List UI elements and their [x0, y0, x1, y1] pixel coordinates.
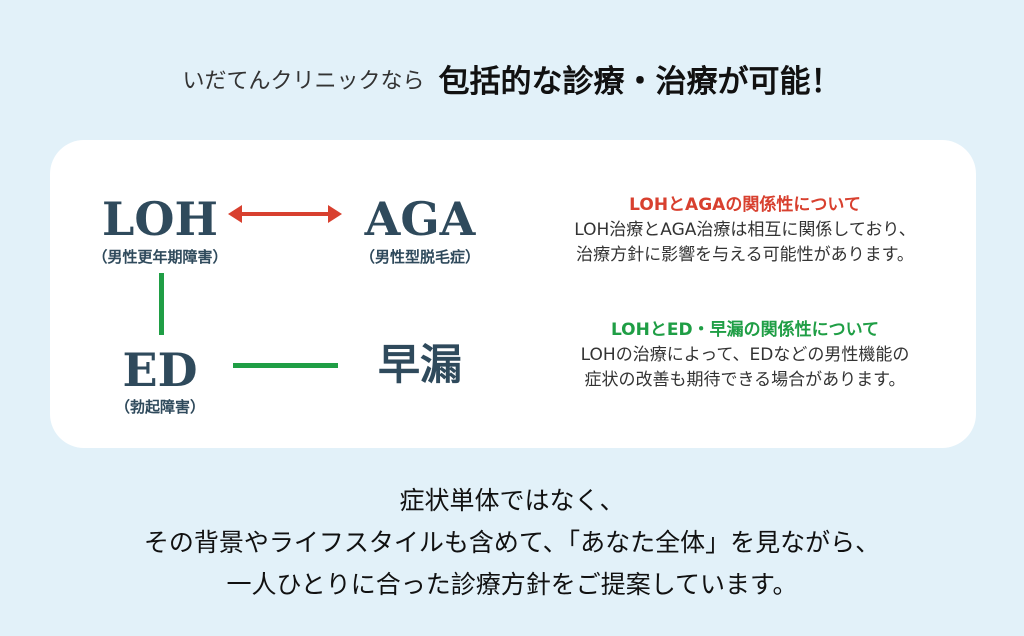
ed-pe-connector [233, 363, 338, 368]
loh-aga-section: LOHとAGAの関係性について LOH治療とAGA治療は相互に関係しており、 治… [520, 193, 970, 268]
headline: いだてんクリニックなら包括的な診療・治療が可能！ [0, 56, 1024, 101]
section-title: LOHとED・早漏の関係性について [610, 320, 880, 340]
pe-label: 早漏 [377, 340, 462, 389]
loh-ed-section: LOHとED・早漏の関係性について LOHの治療によって、EDなどの男性機能の … [520, 318, 970, 393]
aga-label: AGA [364, 192, 476, 246]
loh-sub: （男性更年期障害） [92, 248, 228, 266]
section-text: 症状の改善も期待できる場合があります。 [584, 370, 906, 390]
headline-title: 包括的な診療・治療が可能！ [438, 64, 842, 100]
loh-label: LOH [102, 192, 218, 246]
footer-message: 症状単体ではなく、 その背景やライフスタイルも含めて、「あなた全体」を見ながら、… [0, 480, 1024, 606]
ed-sub: （勃起障害） [114, 398, 205, 416]
footer-line: 一人ひとりに合った診療方針をご提案しています。 [226, 570, 798, 599]
section-title: LOHとAGAの関係性について [629, 195, 861, 215]
aga-sub: （男性型脱毛症） [359, 248, 480, 266]
headline-prefix: いだてんクリニックなら [182, 68, 425, 94]
loh-ed-connector [159, 273, 164, 335]
footer-line: その背景やライフスタイルも含めて、「あなた全体」を見ながら、 [143, 528, 881, 557]
section-text: LOHの治療によって、EDなどの男性機能の [580, 345, 910, 365]
section-text: 治療方針に影響を与える可能性があります。 [576, 245, 914, 265]
bidirectional-arrow-icon [228, 205, 342, 223]
footer-line: 症状単体ではなく、 [399, 486, 625, 515]
relationship-card: LOH （男性更年期障害） AGA （男性型脱毛症） ED （勃起障害） 早漏 … [50, 140, 976, 448]
ed-label: ED [122, 343, 198, 397]
section-text: LOH治療とAGA治療は相互に関係しており、 [574, 220, 916, 240]
